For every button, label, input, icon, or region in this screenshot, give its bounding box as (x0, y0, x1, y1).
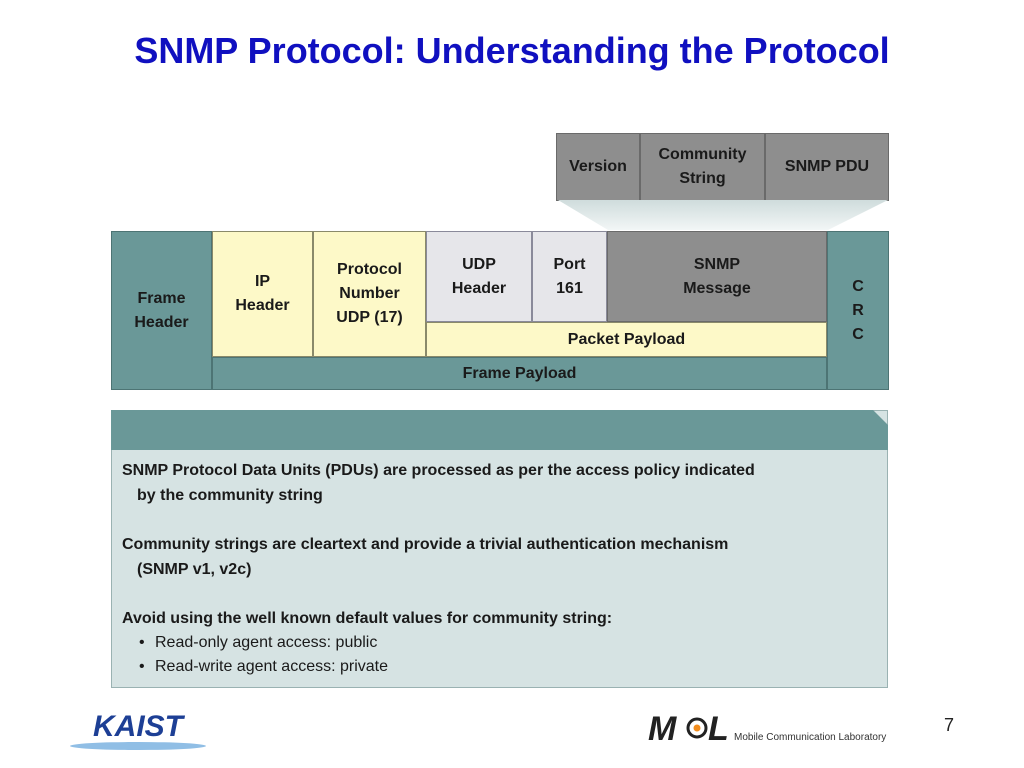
svg-text:L: L (708, 710, 729, 744)
bullet-icon: • (139, 658, 145, 675)
note-text: Avoid using the well known default value… (122, 610, 613, 627)
note-text: SNMP Protocol Data Units (PDUs) are proc… (122, 462, 755, 479)
kaist-logo: KAIST (70, 710, 206, 750)
note-paragraph: Avoid using the well known default value… (122, 606, 872, 631)
mcl-logo: M L Mobile Communication Laboratory (648, 710, 886, 744)
port-field: Port 161 (532, 231, 607, 322)
frame-payload-field: Frame Payload (212, 357, 827, 390)
note-paragraph: SNMP Protocol Data Units (PDUs) are proc… (122, 458, 872, 508)
svg-text:M: M (648, 710, 677, 744)
slide-title: SNMP Protocol: Understanding the Protoco… (134, 30, 890, 71)
list-item: • Read-only agent access: public (122, 631, 872, 655)
bullet-list: • Read-only agent access: public • Read-… (122, 631, 872, 679)
page-number: 7 (944, 715, 955, 735)
list-item-text: Read-write agent access: private (155, 658, 388, 675)
snmp-message-field: SNMP Message (607, 231, 827, 322)
notes-panel: SNMP Protocol Data Units (PDUs) are proc… (122, 458, 872, 679)
note-paragraph: Community strings are cleartext and prov… (122, 532, 872, 582)
note-text: Community strings are cleartext and prov… (122, 536, 729, 553)
note-text: by the community string (137, 487, 323, 504)
mcl-caption: Mobile Communication Laboratory (734, 732, 886, 743)
frame-header-field: Frame Header (111, 231, 212, 390)
callout-connector (558, 200, 888, 230)
version-field: Version (556, 133, 640, 201)
bullet-icon: • (139, 634, 145, 651)
snmp-pdu-field: SNMP PDU (765, 133, 889, 201)
packet-payload-field: Packet Payload (426, 322, 827, 357)
svg-text:KAIST: KAIST (93, 710, 186, 743)
notes-panel-background (111, 410, 888, 688)
crc-field: C R C (827, 231, 889, 390)
list-item-text: Read-only agent access: public (155, 634, 378, 651)
note-text: (SNMP v1, v2c) (137, 561, 252, 578)
ip-header-field: IP Header (212, 231, 313, 357)
list-item: • Read-write agent access: private (122, 655, 872, 679)
community-string-field: Community String (640, 133, 765, 201)
udp-header-field: UDP Header (426, 231, 532, 322)
protocol-number-field: Protocol Number UDP (17) (313, 231, 426, 357)
